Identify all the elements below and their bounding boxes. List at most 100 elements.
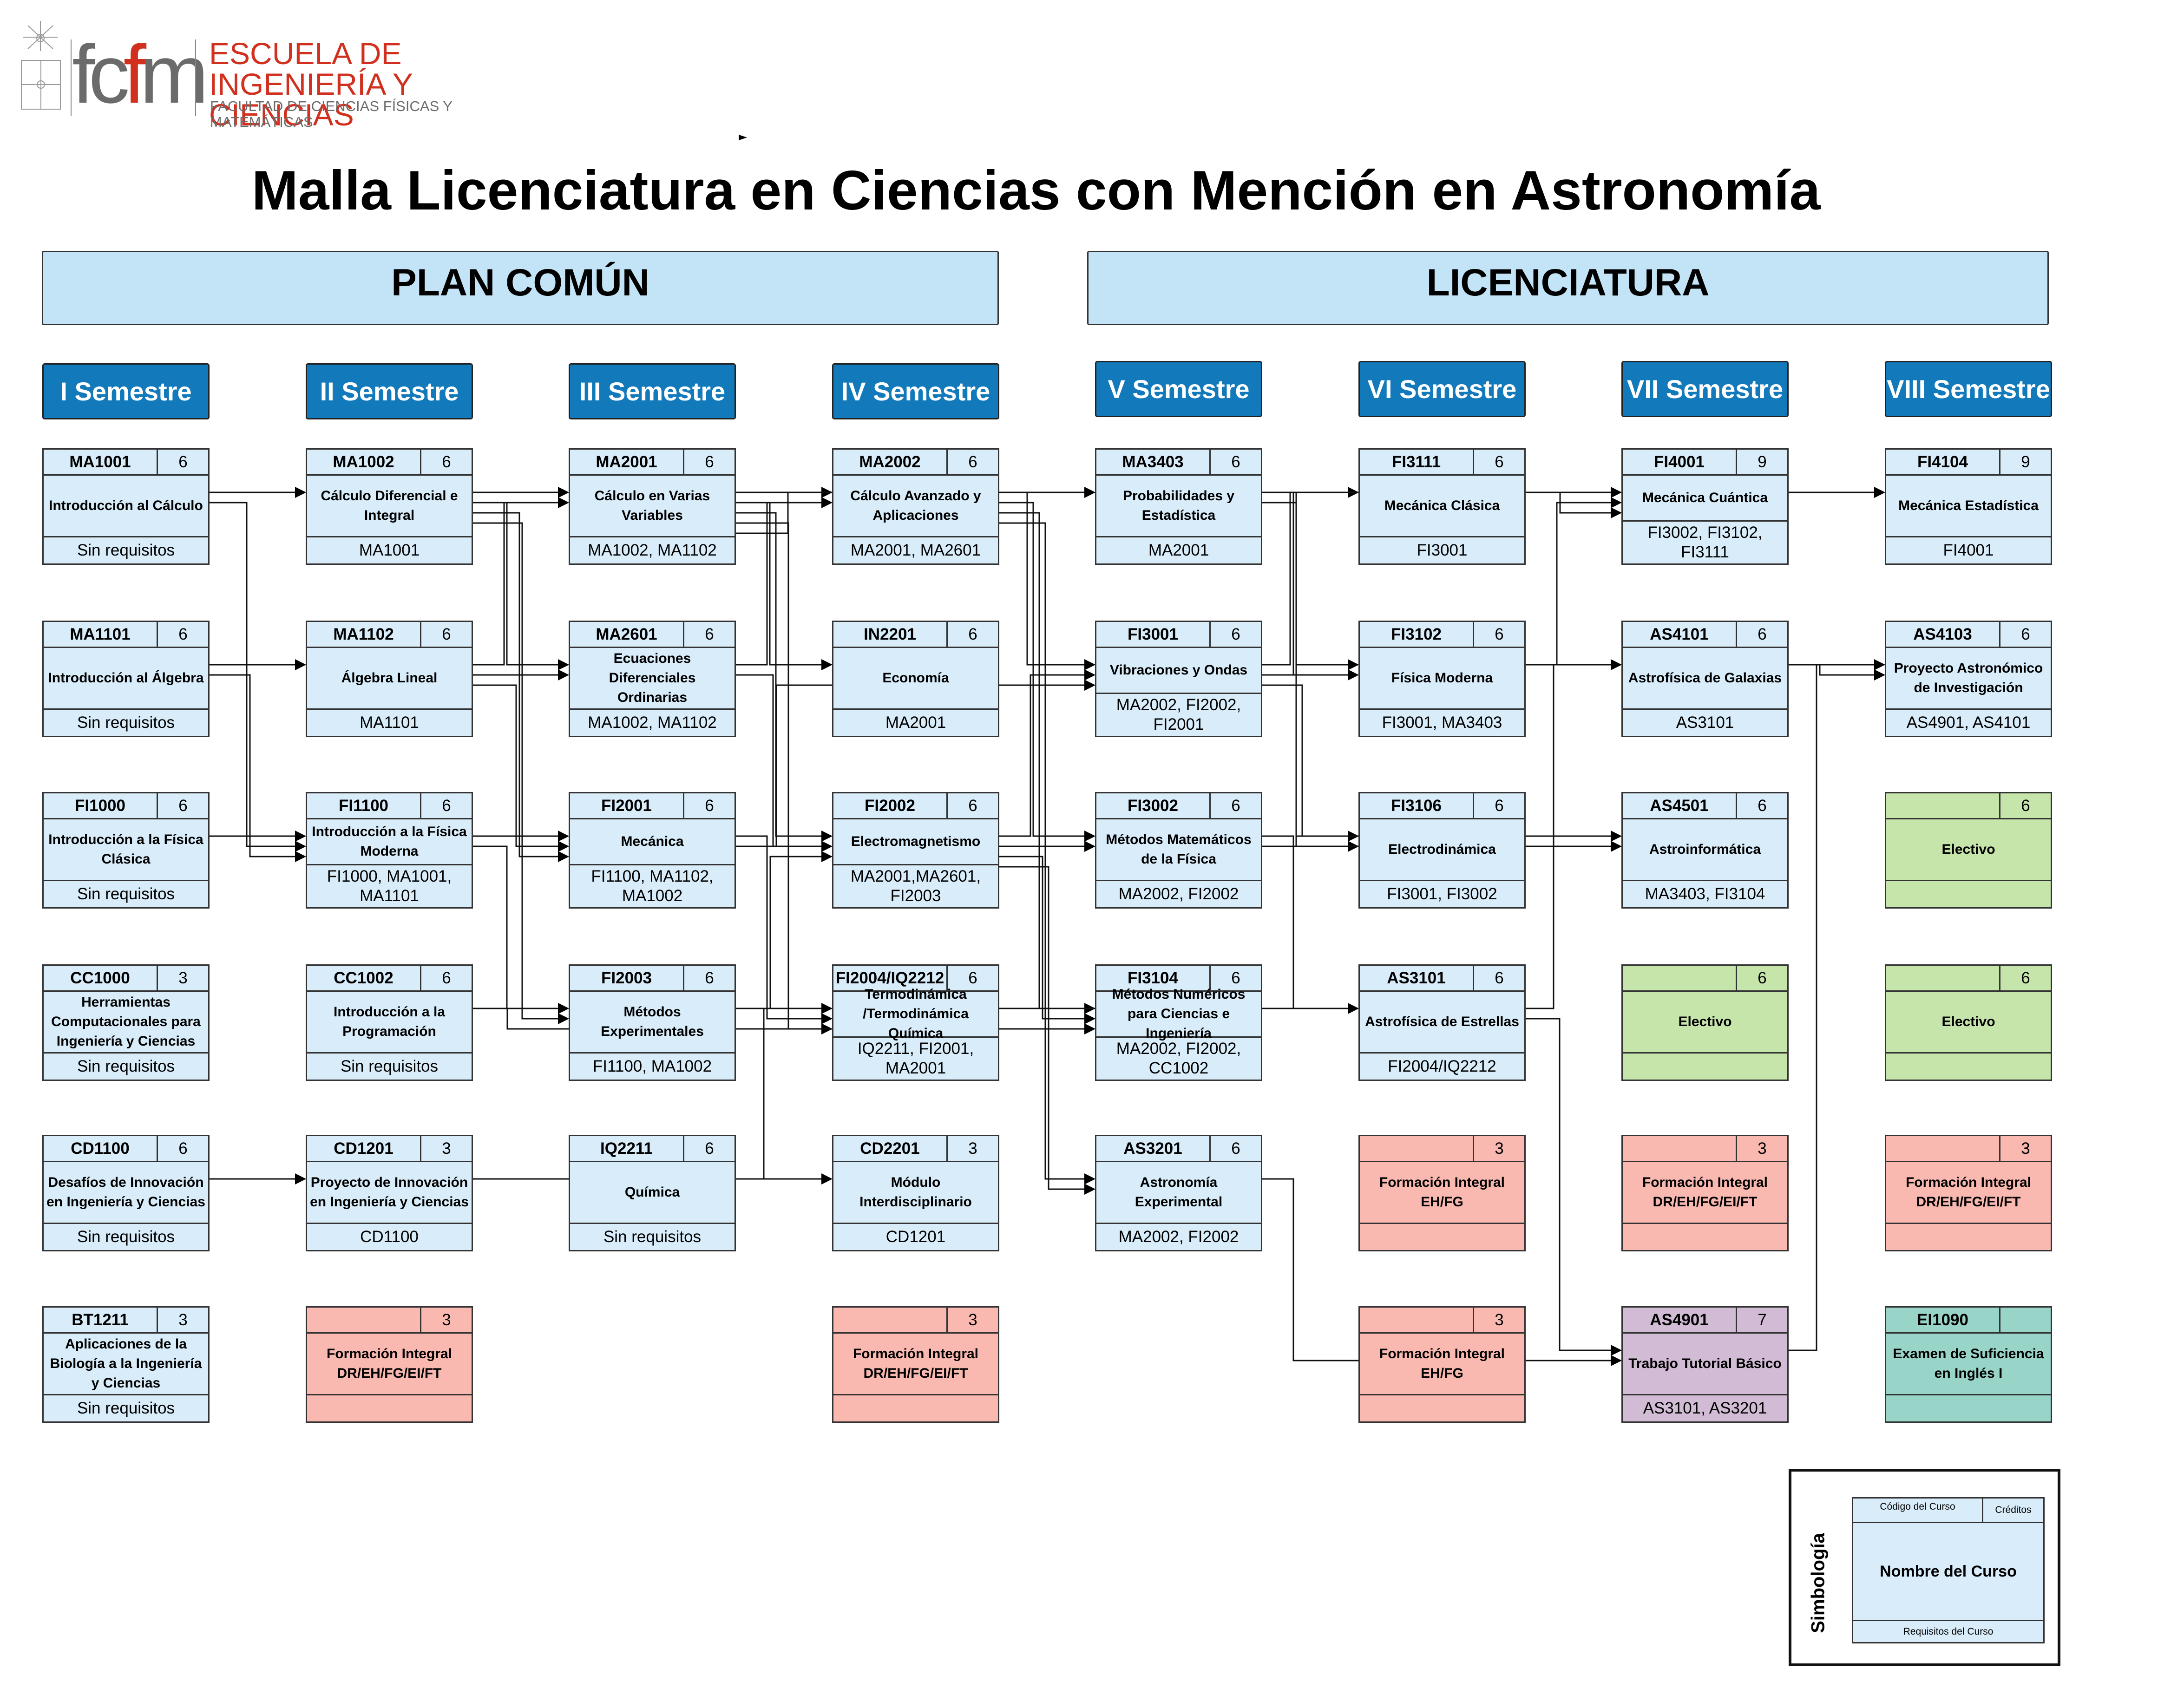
course-requirements: MA2001,MA2601, FI2003 [850,867,981,905]
course-credits: 6 [705,625,714,643]
course-name: Proyecto de Innovación en Ingeniería y C… [307,1162,472,1224]
course-name: Cálculo Avanzado y Aplicaciones [833,476,998,537]
course-credits: 6 [968,796,977,815]
course-name: Cálculo Diferencial e Integral [307,476,472,537]
course-credits: 6 [705,969,714,987]
course-requirements: Sin requisitos [77,1399,175,1417]
course-credits: 3 [1758,1139,1767,1158]
course-credits: 7 [1758,1310,1767,1329]
course-code: FI3001 [1096,622,1211,647]
course-code: MA1101 [44,622,158,647]
prerequisite-arrow [736,835,833,1024]
course-code: FI2004/IQ2212 [833,966,948,990]
course-requirements [1623,1224,1787,1250]
course-name: Proyecto Astronómico de Investigación [1886,648,2051,710]
course-code [833,1308,948,1332]
course-name: Electromagnetismo [833,819,998,865]
course-code: FI3104 [1096,966,1211,990]
prerequisite-arrow [1789,664,1885,681]
prerequisite-arrow [999,502,1095,842]
prerequisite-arrow [1262,835,1359,852]
course-requirements: MA1002, MA1102 [588,541,717,559]
course-code: AS4501 [1623,793,1737,818]
course-name: Formación Integral EH/FG [1360,1162,1524,1224]
prerequisite-arrow [473,497,569,666]
course-name: Mecánica Estadística [1886,476,2051,537]
course-requirements: CD1201 [885,1228,946,1246]
course-name: Examen de Suficiencia en Inglés I [1886,1334,2051,1395]
course-header: 3 [1886,1136,2051,1162]
course-requirements: FI1100, MA1102, MA1002 [591,867,714,905]
course-credits: 6 [1758,796,1767,815]
course-requirements: Sin requisitos [77,885,175,903]
prerequisite-arrow [210,674,306,862]
course-name: Electivo [1623,992,1787,1054]
course-credits: 6 [1231,452,1240,471]
course-name: Formación Integral EH/FG [1360,1334,1524,1395]
course-requirements: IQ2211, FI2001, MA2001 [857,1040,974,1077]
course-code: MA2601 [570,622,684,647]
course-code [1623,1136,1737,1161]
course-name: Formación Integral DR/EH/FG/EI/FT [1623,1162,1787,1224]
course-credits: 6 [178,452,188,471]
course-name: Introducción a la Física Moderna [307,819,472,865]
course-code: AS4901 [1623,1308,1737,1332]
course-requirements: MA2002, FI2002 [1118,1228,1239,1246]
course-code: CD1201 [307,1136,421,1161]
course-credits: 3 [968,1139,977,1158]
prerequisite-arrow [1526,659,1622,1009]
course-requirements: AS4901, AS4101 [1906,713,2031,732]
course-credits: 6 [1495,452,1504,471]
